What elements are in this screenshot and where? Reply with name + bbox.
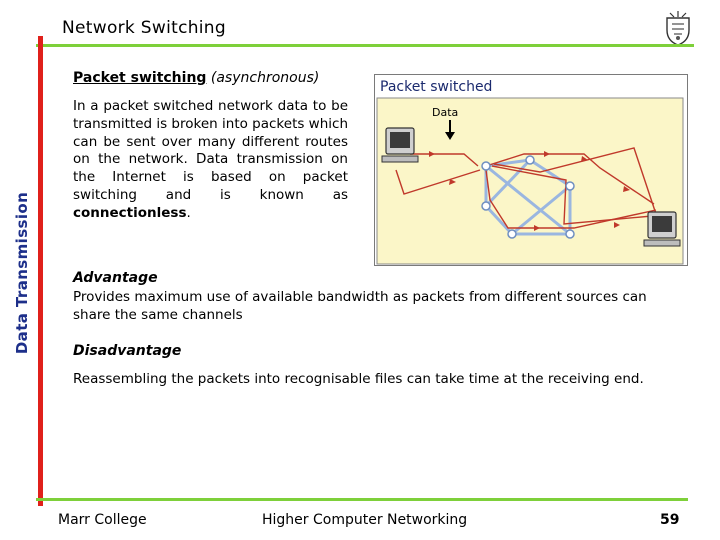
heading-qualifier: (asynchronous): [210, 70, 320, 86]
bottom-green-rule: [36, 498, 688, 501]
receiving-computer-icon: [643, 211, 681, 247]
advantage-title: Advantage: [73, 270, 158, 286]
footer-school: Marr College: [58, 512, 147, 528]
packet-routes: [395, 147, 657, 229]
router-node: [481, 161, 491, 171]
router-node: [565, 181, 575, 191]
description-text: In a packet switched network data to be …: [73, 98, 349, 203]
packet-switched-diagram: [376, 97, 684, 265]
packet-switching-description: In a packet switched network data to be …: [73, 98, 348, 223]
diagram-data-label: Data: [432, 106, 459, 119]
description-keyword: connectionless: [73, 204, 187, 221]
top-green-rule: [36, 44, 694, 47]
router-node: [481, 201, 491, 211]
router-node: [565, 229, 575, 239]
heading-strong: Packet switching: [73, 70, 207, 86]
diagram-title: Packet switched: [380, 79, 493, 95]
disadvantage-title: Disadvantage: [73, 343, 182, 359]
school-crest-icon: [666, 11, 690, 46]
diagram-panel: [376, 97, 684, 265]
router-nodes: [481, 155, 575, 239]
description-end: .: [186, 204, 191, 221]
left-red-bar: [38, 36, 43, 506]
route-arrowheads: [429, 151, 630, 231]
router-node: [507, 229, 517, 239]
data-arrowhead: [445, 132, 455, 140]
side-section-label: Data Transmission: [13, 191, 31, 355]
slide-title: Network Switching: [62, 18, 226, 38]
section-heading: Packet switching (asynchronous): [73, 70, 319, 86]
disadvantage-text: Reassembling the packets into recognisab…: [73, 371, 644, 387]
advantage-text: Provides maximum use of available bandwi…: [73, 289, 647, 323]
footer-course: Higher Computer Networking: [262, 512, 468, 528]
router-node: [525, 155, 535, 165]
page-number: 59: [660, 512, 680, 528]
sending-computer-icon: [381, 127, 419, 163]
network-links: [484, 158, 572, 236]
